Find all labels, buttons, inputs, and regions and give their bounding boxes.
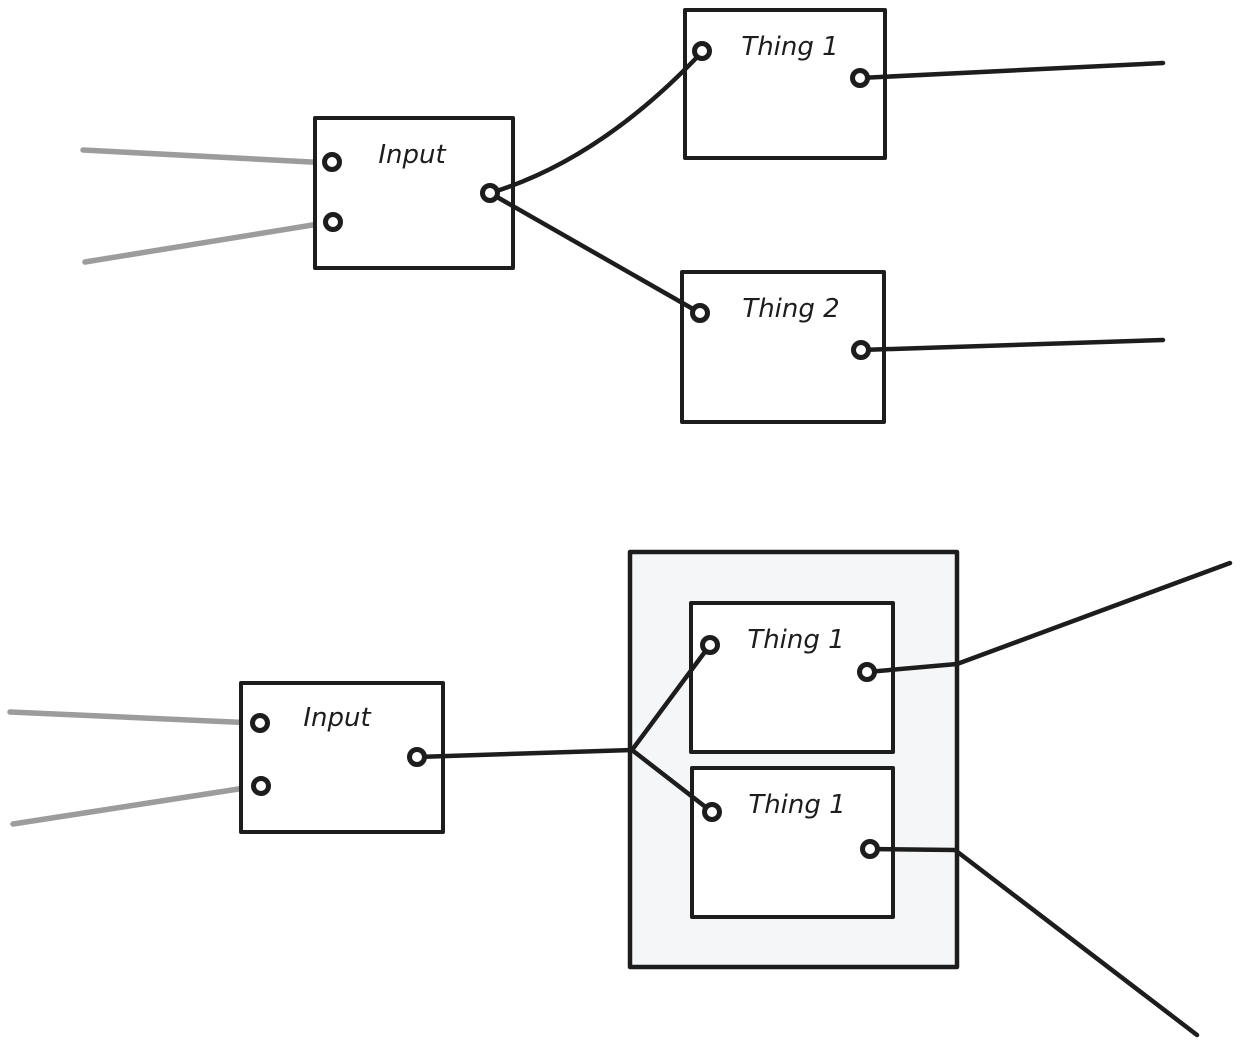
input-node-label: Input [303, 703, 371, 733]
diagram-top: Input Thing 1 Thing 2 [80, 8, 1166, 424]
wire-thing1-bottom-output[interactable] [867, 846, 1200, 1038]
input-port[interactable] [250, 713, 270, 733]
gray-input-wire[interactable] [82, 219, 334, 265]
input-node-label: Input [378, 140, 446, 170]
wire-thing2-output[interactable] [858, 337, 1166, 353]
wire-branch-to-thing1-bottom[interactable] [629, 747, 715, 815]
input-port[interactable] [692, 41, 712, 61]
thing2-node-label: Thing 2 [742, 294, 839, 324]
group-thing1-bottom-label: Thing 1 [748, 790, 845, 820]
input-port[interactable] [690, 303, 710, 323]
input-port[interactable] [322, 152, 342, 172]
group-thing1-bottom-box[interactable] [690, 766, 895, 919]
output-port[interactable] [857, 662, 877, 682]
group-thing1-top-label: Thing 1 [747, 625, 844, 655]
wire-input-to-thing1[interactable] [487, 49, 705, 196]
gray-input-wire[interactable] [80, 147, 333, 166]
output-port[interactable] [480, 183, 500, 203]
diagram-bottom: Input Thing 1 Thing 1 [7, 549, 1233, 1038]
gray-input-wire[interactable] [10, 783, 261, 827]
output-port[interactable] [851, 340, 871, 360]
wire-thing1-top-output[interactable] [864, 560, 1233, 675]
wire-branch-to-thing1-top[interactable] [629, 642, 713, 753]
thing1-node-label: Thing 1 [741, 32, 838, 62]
wire-input-to-branch[interactable] [414, 747, 635, 760]
input-port[interactable] [323, 212, 343, 232]
gray-input-wire[interactable] [7, 709, 259, 726]
wire-thing1-output[interactable] [857, 60, 1166, 81]
input-port[interactable] [702, 802, 722, 822]
thing2-node-box[interactable] [680, 270, 886, 424]
wire-input-to-thing2[interactable] [487, 190, 703, 316]
thing1-node-box[interactable] [683, 8, 887, 160]
output-port[interactable] [407, 747, 427, 767]
output-port[interactable] [850, 68, 870, 88]
input-port[interactable] [251, 776, 271, 796]
output-port[interactable] [860, 839, 880, 859]
input-port[interactable] [700, 635, 720, 655]
